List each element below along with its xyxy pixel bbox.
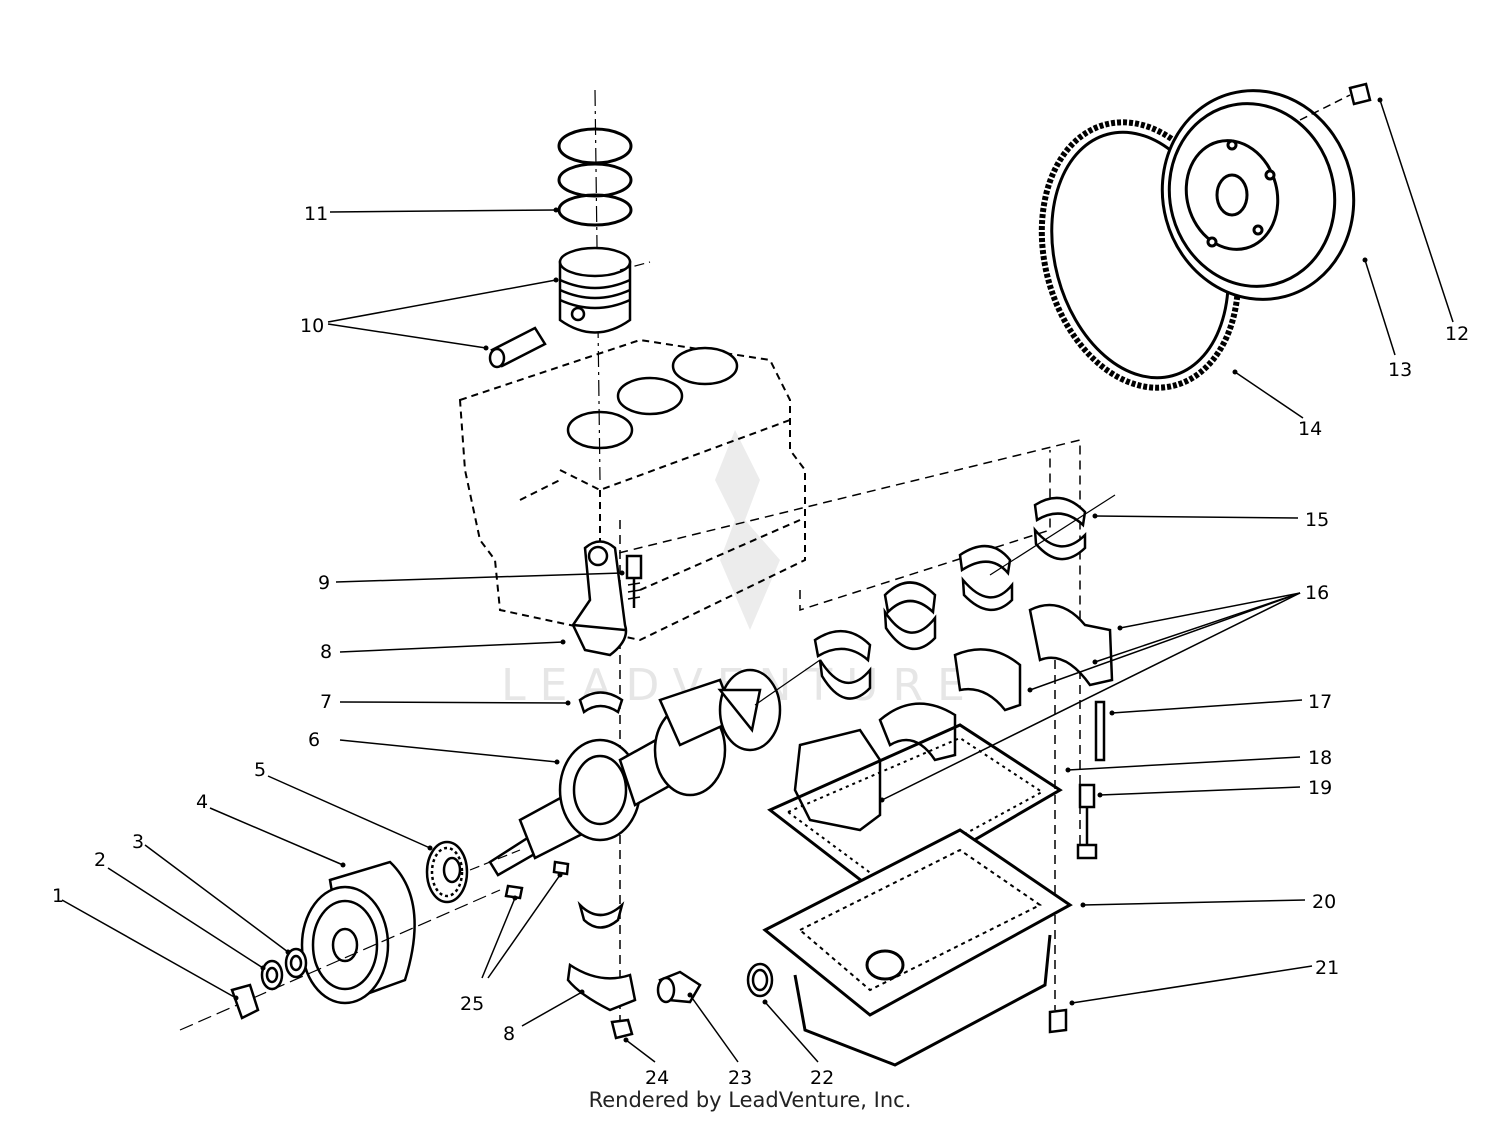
dowel-pin [1094, 700, 1106, 762]
callout-9: 9 [318, 572, 330, 594]
main-bearings [813, 496, 1087, 700]
connecting-rod-cap [566, 962, 637, 1012]
callout-4: 4 [196, 791, 208, 813]
callout-11: 11 [304, 203, 328, 225]
cap-bolt [1076, 783, 1098, 860]
callout-12: 12 [1445, 323, 1469, 345]
crank-axis-front [469, 849, 521, 871]
callout-8-rod: 8 [320, 641, 332, 663]
callout-20: 20 [1312, 891, 1336, 913]
rod-nut [610, 1018, 634, 1040]
cylinder-bores [566, 346, 739, 450]
callout-23: 23 [728, 1067, 752, 1089]
drain-plug [656, 970, 702, 1004]
flywheel [1160, 89, 1356, 301]
callout-labels: 1 2 3 4 5 6 7 8 8 9 10 11 12 13 14 15 16… [52, 203, 1469, 1089]
pan-bolt [1048, 1008, 1068, 1034]
callout-8-cap: 8 [503, 1023, 515, 1045]
rod-bolt [625, 554, 643, 608]
callout-17: 17 [1308, 691, 1332, 713]
callout-18: 18 [1308, 747, 1332, 769]
crank-gear [425, 840, 469, 904]
callout-10: 10 [300, 315, 324, 337]
drain-washer [746, 962, 774, 998]
watermark: LEADVENTURE [501, 430, 965, 711]
callout-16: 16 [1305, 582, 1329, 604]
oil-pan [762, 828, 1073, 1067]
crankshaft [488, 668, 782, 877]
callout-3: 3 [132, 831, 144, 853]
callout-2: 2 [94, 849, 106, 871]
piston-pin [488, 326, 547, 369]
woodruff-keys [504, 860, 570, 900]
main-bearing-axis [989, 494, 1116, 576]
connecting-rod-upper [571, 540, 628, 657]
callout-1: 1 [52, 885, 64, 907]
rod-bearings [577, 691, 625, 929]
oil-pan-gasket [767, 723, 1063, 897]
flywheel-bolt [1299, 82, 1372, 121]
arrow-dots [233, 97, 1383, 1043]
piston-pin-axis [619, 261, 651, 271]
callout-7: 7 [320, 691, 332, 713]
piston-rings [557, 127, 633, 227]
callout-22: 22 [810, 1067, 834, 1089]
crank-axis-rear [754, 659, 821, 706]
callout-25: 25 [460, 993, 484, 1015]
front-axis [179, 889, 501, 1031]
front-hardware [230, 947, 308, 1020]
callout-21: 21 [1315, 957, 1339, 979]
callout-14: 14 [1298, 418, 1322, 440]
callout-19: 19 [1308, 777, 1332, 799]
piston [558, 246, 632, 334]
crank-pulley [300, 860, 416, 1005]
callout-6: 6 [308, 729, 320, 751]
callout-15: 15 [1305, 509, 1329, 531]
callout-5: 5 [254, 759, 266, 781]
callout-24: 24 [645, 1067, 669, 1089]
footer-credit: Rendered by LeadVenture, Inc. [588, 1088, 912, 1112]
callout-13: 13 [1388, 359, 1412, 381]
leader-lines [61, 99, 1454, 1063]
